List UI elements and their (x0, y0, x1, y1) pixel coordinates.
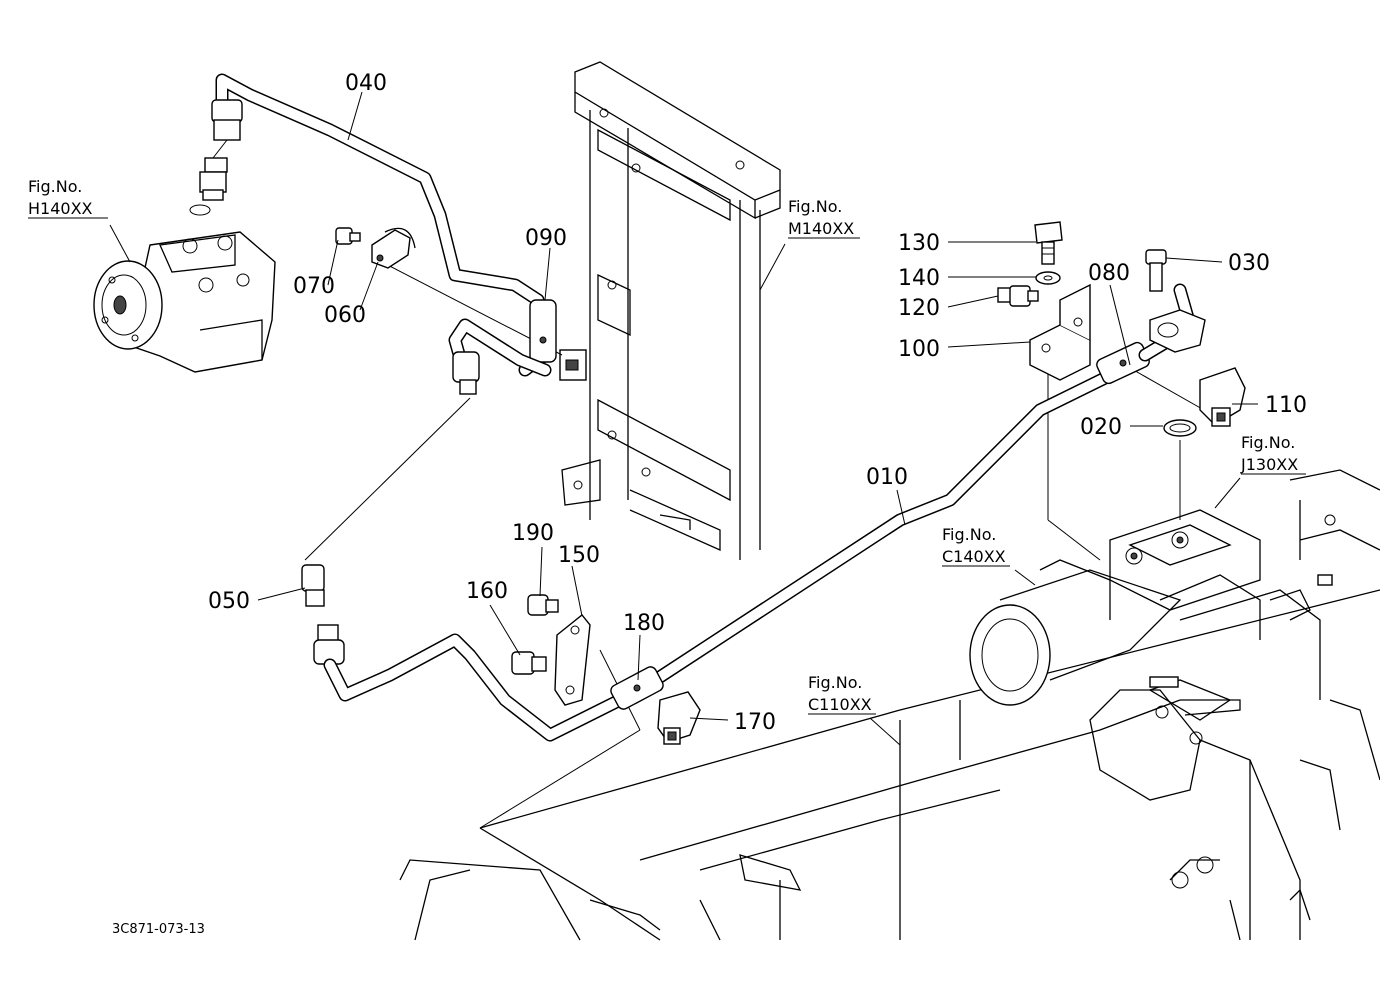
bracket-100 (1029, 283, 1091, 381)
label-040: 040 (345, 71, 387, 96)
o-ring-020 (1163, 419, 1197, 437)
part-labels: 040 090 070 060 050 130 140 120 100 080 … (208, 71, 1307, 735)
figref-h140-code: H140XX (28, 199, 93, 218)
pipe-010 (610, 341, 1150, 710)
pipe-090 (448, 318, 552, 395)
label-070: 070 (293, 274, 335, 299)
figref-h140-prefix: Fig.No. (28, 177, 82, 196)
figref-c110-prefix: Fig.No. (808, 673, 862, 692)
figref-m140-prefix: Fig.No. (788, 197, 842, 216)
figure-references: Fig.No. H140XX Fig.No. M140XX Fig.No. J1… (28, 177, 1306, 715)
pipe-050 (301, 564, 647, 742)
label-110: 110 (1265, 393, 1307, 418)
washer-140 (1035, 271, 1061, 285)
label-050: 050 (208, 589, 250, 614)
label-020: 020 (1080, 415, 1122, 440)
bolt-030 (1145, 249, 1167, 292)
bolt-070 (335, 227, 361, 245)
figref-c140-prefix: Fig.No. (942, 525, 996, 544)
label-100: 100 (898, 337, 940, 362)
fitting-160 (511, 651, 547, 675)
clamp-060 (371, 227, 416, 269)
bracket-150 (554, 614, 591, 706)
transmission-housing (399, 469, 1380, 941)
label-150: 150 (558, 543, 600, 568)
label-170: 170 (734, 710, 776, 735)
label-060: 060 (324, 303, 366, 328)
leader-lines (304, 259, 1205, 829)
steering-unit (93, 231, 276, 373)
callout-leaders (109, 91, 1258, 746)
pipe-080 (1138, 283, 1206, 362)
label-180: 180 (623, 611, 665, 636)
radiator-frame (559, 61, 781, 560)
fitting-190 (527, 594, 559, 616)
fitting-120 (997, 285, 1039, 307)
figref-m140-code: M140XX (788, 219, 854, 238)
bolt-130 (1034, 221, 1063, 265)
label-080: 080 (1088, 261, 1130, 286)
clamp-170 (657, 691, 701, 745)
label-120: 120 (898, 296, 940, 321)
figref-c110-code: C110XX (808, 695, 872, 714)
drawing-code: 3C871-073-13 (112, 922, 205, 937)
figref-j130-prefix: Fig.No. (1241, 433, 1295, 452)
clamp-110 (1199, 367, 1246, 427)
figref-c140-code: C140XX (942, 547, 1006, 566)
label-090: 090 (525, 226, 567, 251)
label-160: 160 (466, 579, 508, 604)
figref-j130-code: J130XX (1240, 455, 1298, 474)
label-010: 010 (866, 465, 908, 490)
label-030: 030 (1228, 251, 1270, 276)
label-130: 130 (898, 231, 940, 256)
steering-fittings (189, 99, 243, 216)
label-190: 190 (512, 521, 554, 546)
label-140: 140 (898, 266, 940, 291)
pipe-040 (215, 73, 557, 377)
